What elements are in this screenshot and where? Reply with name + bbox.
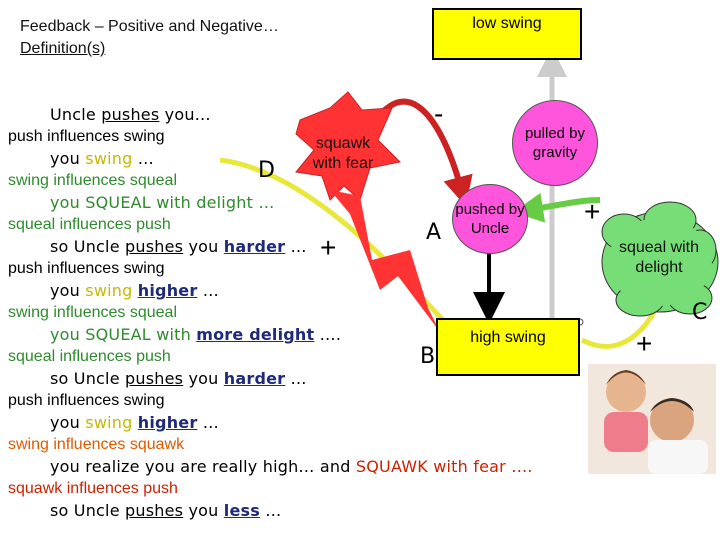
story-text-segment: pushes: [125, 237, 184, 256]
story-text-segment: squawk influences push: [8, 480, 178, 497]
story-text-segment: so Uncle: [50, 501, 126, 520]
loop-label-c: C: [692, 300, 708, 325]
story-text-segment: you: [50, 281, 86, 300]
story-text-segment: …: [259, 501, 282, 520]
story-influence-line: push influences swing: [8, 128, 165, 146]
story-text-segment: squeal influences push: [8, 216, 171, 233]
story-narrative-line: you swing …: [50, 150, 154, 168]
squeal-label: squeal with delight: [618, 239, 700, 276]
story-narrative-line: you SQUEAL with more delight ….: [50, 326, 341, 344]
story-narrative-line: so Uncle pushes you harder …: [50, 370, 307, 388]
story-text-segment: ….: [314, 325, 342, 344]
story-influence-line: squawk influences push: [8, 480, 178, 498]
story-narrative-line: you swing higher …: [50, 414, 219, 432]
story-influence-line: swing influences squeal: [8, 172, 177, 190]
story-text-segment: higher: [137, 281, 198, 300]
story-text-segment: so Uncle: [50, 237, 126, 256]
story-influence-line: squeal influences push: [8, 216, 171, 234]
squawk-bolt: [330, 190, 440, 332]
story-text-segment: you SQUEAL with delight …: [50, 193, 275, 212]
story-text-segment: push influences swing: [8, 128, 165, 145]
story-text-segment: swing influences squawk: [8, 436, 185, 453]
story-text-segment: harder: [223, 369, 286, 388]
title-heading: Feedback – Positive and Negative…: [20, 18, 279, 35]
story-text-segment: push influences swing: [8, 392, 165, 409]
story-influence-line: swing influences squawk: [8, 436, 184, 454]
story-text-segment: swing influences squeal: [8, 304, 177, 321]
story-text-segment: so Uncle: [50, 369, 126, 388]
story-narrative-line: you swing higher …: [50, 282, 219, 300]
story-influence-line: swing influences squeal: [8, 304, 177, 322]
story-text-segment: swing influences squeal: [8, 172, 177, 189]
pushed-by-uncle-label: pushed by Uncle: [455, 201, 525, 237]
story-text-segment: Uncle: [50, 105, 102, 124]
story-text-segment: you: [50, 413, 86, 432]
plus-sign-2: +: [584, 196, 601, 227]
story-influence-line: squeal influences push: [8, 348, 171, 366]
plus-sign-3: +: [636, 328, 653, 359]
story-text-segment: you: [183, 369, 224, 388]
story-text-segment: push influences swing: [8, 260, 165, 277]
squeal-cloud: [601, 201, 719, 317]
high-swing-box: high swing: [436, 318, 580, 376]
plus-sign-1: +: [320, 232, 337, 263]
story-text-segment: swing: [85, 149, 133, 168]
pulled-by-gravity-circle: pulled by gravity: [512, 100, 598, 186]
story-text-segment: …: [132, 149, 154, 168]
story-narrative-line: so Uncle pushes you less …: [50, 502, 281, 520]
uncle-and-child-photo: [588, 364, 716, 474]
story-text-segment: you: [183, 501, 224, 520]
story-text-segment: …: [285, 237, 307, 256]
story-text-segment: …: [197, 413, 219, 432]
story-text-segment: SQUAWK with fear ….: [355, 457, 533, 476]
story-text-segment: you: [50, 149, 86, 168]
page-title: Feedback – Positive and Negative… Defini…: [20, 16, 279, 60]
story-text-segment: you SQUEAL with: [50, 325, 197, 344]
story-text-segment: squeal influences push: [8, 348, 171, 365]
story-text-segment: you: [183, 237, 224, 256]
low-swing-box: low swing: [432, 8, 582, 60]
story-narrative-line: Uncle pushes you…: [50, 106, 211, 124]
pulled-by-gravity-label: pulled by gravity: [524, 125, 586, 161]
loop-label-d: D: [258, 158, 275, 183]
pushed-by-uncle-circle: pushed by Uncle: [452, 184, 528, 254]
story-narrative-line: you realize you are really high… and SQU…: [50, 458, 533, 476]
story-text-segment: less: [223, 501, 260, 520]
story-influence-line: push influences swing: [8, 260, 165, 278]
story-text-segment: …: [285, 369, 307, 388]
definition-heading: Definition(s): [20, 40, 106, 57]
story-influence-line: push influences swing: [8, 392, 165, 410]
story-text-segment: you…: [159, 105, 211, 124]
squawk-label: squawk with fear: [312, 135, 374, 172]
story-text-segment: …: [197, 281, 219, 300]
story-text-segment: pushes: [125, 369, 184, 388]
loop-label-b: B: [420, 344, 436, 369]
squawk-burst: [295, 91, 402, 201]
story-text-segment: higher: [137, 413, 198, 432]
story-text-segment: swing: [85, 281, 133, 300]
story-text-segment: you realize you are really high… and: [50, 457, 356, 476]
story-text-segment: more delight: [196, 325, 315, 344]
minus-sign: -: [434, 98, 444, 129]
story-text-segment: pushes: [101, 105, 160, 124]
story-narrative-line: so Uncle pushes you harder …: [50, 238, 307, 256]
story-text-segment: harder: [223, 237, 286, 256]
story-text-segment: swing: [85, 413, 133, 432]
story-text-segment: pushes: [125, 501, 184, 520]
loop-label-a: A: [426, 220, 442, 245]
squeal-to-push-arrow: [513, 192, 601, 223]
story-narrative-line: you SQUEAL with delight …: [50, 194, 275, 212]
